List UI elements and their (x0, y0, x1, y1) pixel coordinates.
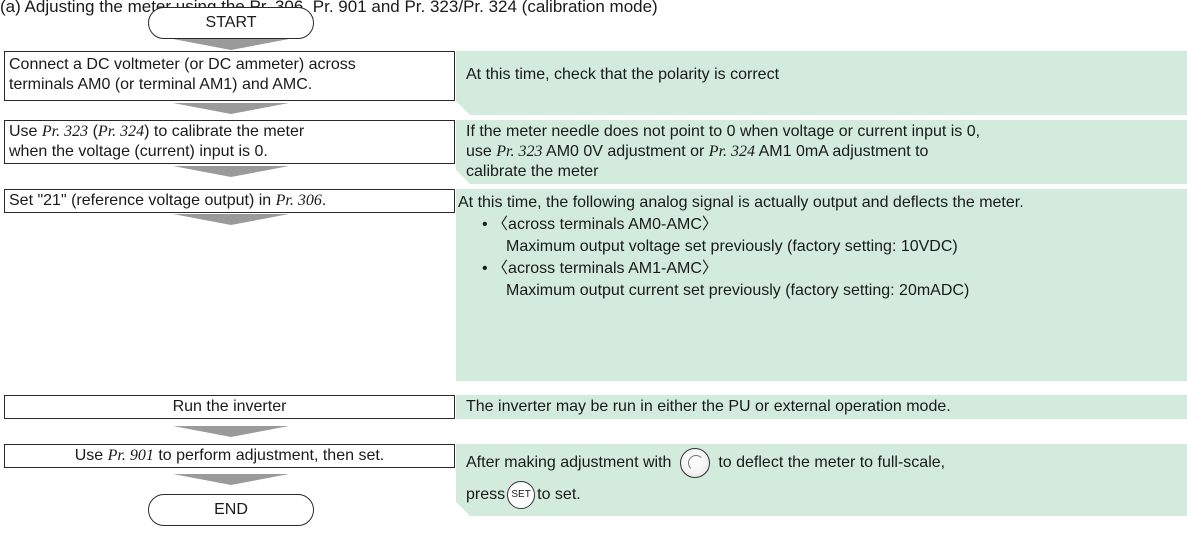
note-analog-signal: At this time, the following analog signa… (456, 189, 1187, 381)
note-full-scale: After making adjustment with to deflect … (456, 444, 1187, 516)
step-reference-output: Set "21" (reference voltage output) in P… (4, 189, 455, 213)
parameter-ref: Pr. 306 (275, 192, 322, 209)
flow-arrow (173, 166, 289, 177)
start-label: START (205, 14, 257, 31)
note-text: At this time, check that the polarity is… (466, 66, 780, 83)
step-text-part: Use (74, 447, 108, 464)
step-text-part: Use (9, 123, 42, 140)
bullet-detail: Maximum output voltage set previously (f… (506, 238, 958, 255)
note-text: After making adjustment with to deflect … (466, 446, 1177, 480)
step-text-part: ) to calibrate the meter (144, 123, 305, 140)
bullet-am1: • 〈across terminals AM1-AMC〉 (482, 260, 718, 277)
flow-arrow (173, 426, 289, 437)
step-run-inverter: Run the inverter (4, 395, 455, 419)
note-text-part: After making adjustment with (466, 454, 672, 471)
flow-arrow (173, 39, 289, 50)
bullet-detail: Maximum output current set previously (f… (506, 282, 970, 299)
parameter-ref: Pr. 323 (41, 123, 89, 140)
step-text: Connect a DC voltmeter (or DC ammeter) a… (9, 56, 356, 73)
step-text-part: ( (88, 123, 98, 140)
note-text-part: AM1 0mA adjustment to (755, 143, 929, 160)
bullet-am0: • 〈across terminals AM0-AMC〉 (482, 216, 718, 233)
step-text: terminals AM0 (or terminal AM1) and AMC. (9, 76, 313, 93)
end-label: END (214, 501, 248, 518)
note-text: calibrate the meter (466, 163, 599, 180)
step-connect-meter: Connect a DC voltmeter (or DC ammeter) a… (4, 51, 455, 101)
note-text-part: press (466, 486, 506, 503)
step-text: Run the inverter (172, 398, 287, 415)
note-text-part: AM0 0V adjustment or (542, 143, 709, 160)
set-key-icon: SET (507, 481, 535, 509)
note-text: At this time, the following analog signa… (458, 194, 1024, 211)
step-adjust-set: Use Pr. 901 to perform adjustment, then … (4, 444, 455, 468)
note-zero-calibration: If the meter needle does not point to 0 … (456, 120, 1187, 184)
note-operation-mode: The inverter may be run in either the PU… (456, 395, 1187, 419)
parameter-ref: Pr. 901 (107, 447, 154, 464)
step-text-part: to perform adjustment, then set. (153, 447, 385, 464)
note-text: If the meter needle does not point to 0 … (466, 123, 981, 140)
parameter-ref: Pr. 323 (496, 143, 543, 160)
note-text-part: to set. (537, 486, 581, 503)
flow-arrow (173, 103, 289, 114)
parameter-ref: Pr. 324 (97, 123, 145, 140)
step-text-part: . (321, 192, 327, 209)
step-text-part: Set "21" (reference voltage output) in (9, 192, 276, 209)
note-polarity: At this time, check that the polarity is… (456, 51, 1187, 115)
page-header: (a) Adjusting the meter using the Pr. 30… (0, 0, 658, 16)
note-text-part: use (466, 143, 497, 160)
setting-dial-icon (680, 448, 710, 478)
flow-arrow (173, 214, 289, 225)
step-text: Use Pr. 323 (Pr. 324) to calibrate the m… (9, 122, 450, 142)
flow-arrow (173, 474, 289, 485)
parameter-ref: Pr. 324 (708, 143, 756, 160)
step-zero-calibration: Use Pr. 323 (Pr. 324) to calibrate the m… (4, 120, 455, 164)
end-terminal: END (148, 494, 314, 526)
note-text: The inverter may be run in either the PU… (466, 398, 951, 415)
note-text: use Pr. 323 AM0 0V adjustment or Pr. 324… (466, 142, 1177, 162)
note-text-part: to deflect the meter to full-scale, (718, 454, 946, 471)
start-terminal: START (148, 7, 314, 39)
step-text: when the voltage (current) input is 0. (9, 143, 268, 160)
